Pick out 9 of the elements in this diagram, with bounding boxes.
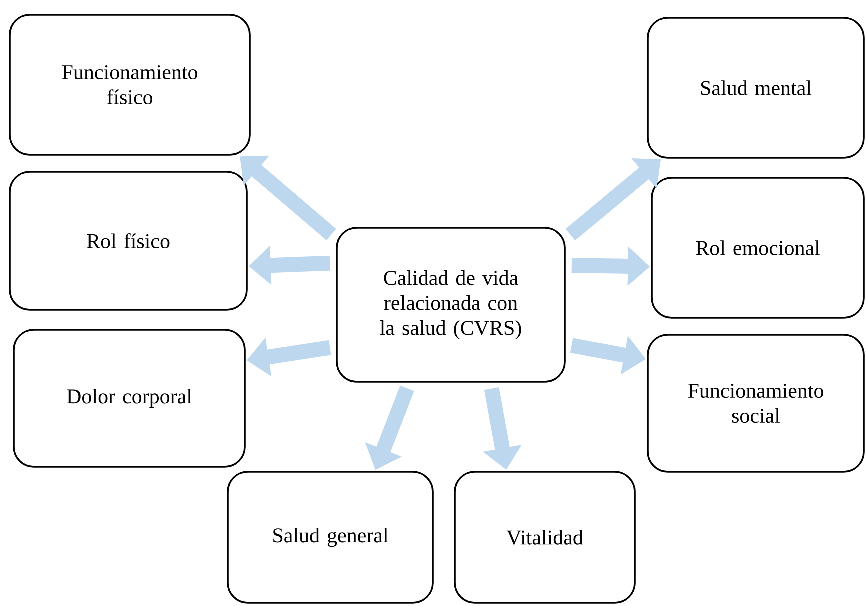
concept-box: Rol físico: [9, 171, 248, 311]
concept-box: Vitalidad: [454, 471, 636, 604]
concept-box: Funcionamiento social: [647, 334, 865, 473]
concept-box: Calidad de vida relacionada con la salud (CVRS): [336, 227, 566, 383]
concept-box: Salud general: [227, 471, 434, 604]
concept-box: Dolor corporal: [13, 329, 246, 468]
concept-box: Rol emocional: [651, 177, 865, 319]
concept-box: Funcionamiento físico: [9, 14, 251, 156]
concept-box: Salud mental: [647, 17, 865, 159]
